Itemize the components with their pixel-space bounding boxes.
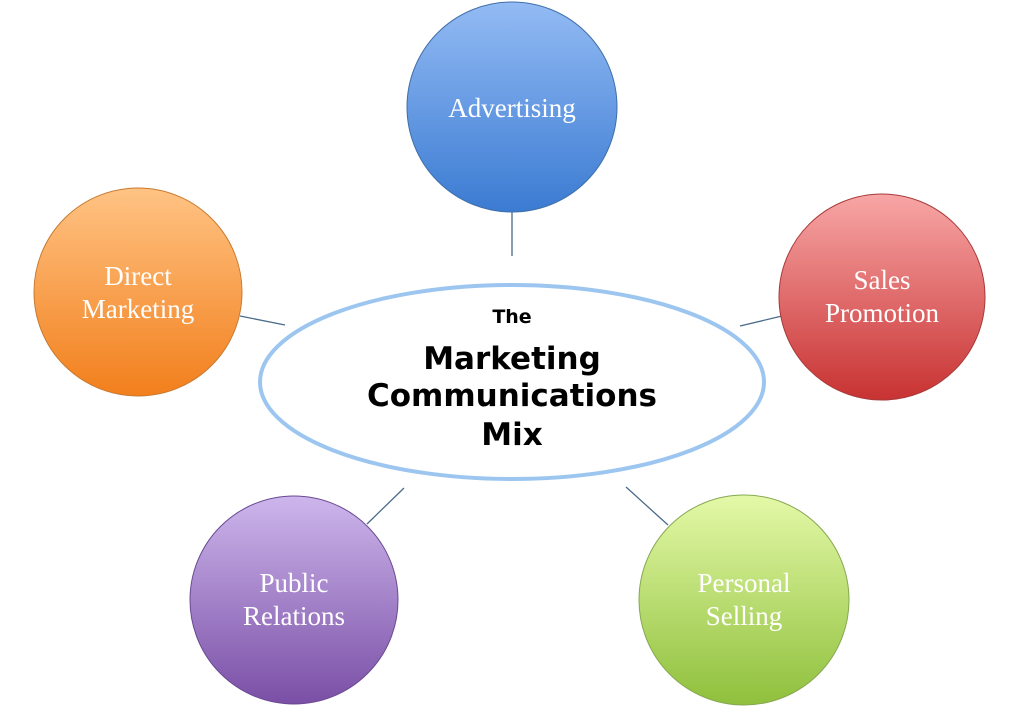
connector-personal-selling: [625, 486, 669, 526]
node-public-relations: Public Relations: [189, 495, 399, 705]
connector-sales-promotion: [739, 315, 783, 327]
node-label-line2: Relations: [243, 601, 345, 631]
node-sales-promotion: Sales Promotion: [778, 193, 986, 401]
node-label-line2: Promotion: [825, 298, 940, 328]
center-ellipse: [258, 283, 766, 481]
center-title-mix: Mix: [481, 417, 542, 453]
node-label-line1: Public: [259, 568, 328, 598]
node-label-line1: Direct: [104, 261, 172, 291]
node-label-line1: Personal: [698, 568, 791, 598]
center-title-communications: Communications: [367, 378, 657, 414]
connector-public-relations: [366, 487, 405, 525]
node-direct-marketing: Direct Marketing: [33, 187, 243, 397]
center-title-the: The: [492, 306, 531, 328]
node-personal-selling: Personal Selling: [638, 494, 850, 706]
node-label-line1: Sales: [854, 265, 911, 295]
center-title-marketing: Marketing: [423, 341, 601, 377]
node-label: Advertising: [448, 93, 576, 123]
connector-direct-marketing: [239, 315, 286, 326]
node-label-line2: Marketing: [82, 294, 194, 324]
node-advertising: Advertising: [406, 1, 618, 213]
node-label-line2: Selling: [706, 601, 783, 631]
